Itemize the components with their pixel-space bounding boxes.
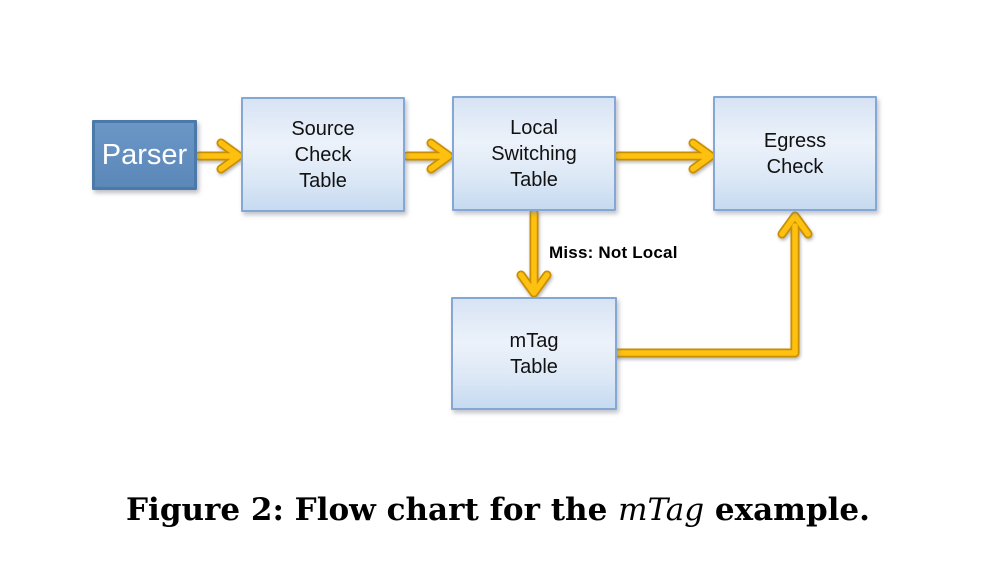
- node-label-line: Table: [510, 355, 558, 378]
- node-parser: Parser: [92, 120, 197, 190]
- node-label-line: Source: [291, 117, 355, 140]
- node-label-line: Check: [766, 155, 824, 178]
- node-label-line: Table: [299, 169, 347, 192]
- caption-lead: Figure 2: Flow chart for the: [126, 492, 619, 528]
- arrow-local-switching-to-egress-check: [613, 138, 716, 174]
- node-parser-label: Parser: [101, 139, 188, 171]
- arrow-source-check-to-local-switching: [402, 138, 454, 174]
- caption-emphasis: mTag: [618, 492, 705, 528]
- figure-caption: Figure 2: Flow chart for the mTag exampl…: [0, 492, 996, 528]
- node-local-switching-table: Local Switching Table: [452, 96, 616, 211]
- node-label-line: Table: [510, 168, 558, 191]
- node-label-line: Local: [510, 116, 558, 139]
- node-label-line: mTag: [509, 329, 559, 352]
- arrow-mtag-to-egress-check: [612, 211, 813, 358]
- node-label-line: Switching: [491, 142, 577, 165]
- caption-tail: example.: [704, 492, 870, 528]
- node-mtag-table: mTag Table: [451, 297, 617, 410]
- node-label-line: Egress: [763, 129, 827, 152]
- arrow-local-switching-to-mtag: [516, 208, 552, 298]
- edge-label-miss-not-local: Miss: Not Local: [549, 243, 678, 262]
- node-source-check-table: Source Check Table: [241, 97, 405, 212]
- arrow-parser-to-source-check: [194, 138, 244, 174]
- node-label-line: Check: [294, 143, 352, 166]
- node-egress-check: Egress Check: [713, 96, 877, 211]
